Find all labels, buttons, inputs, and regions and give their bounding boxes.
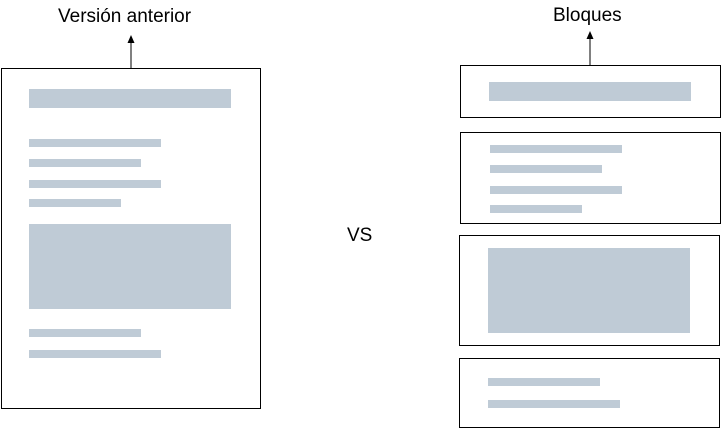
text-block — [460, 132, 721, 224]
text-line-placeholder — [490, 205, 582, 213]
left-diagram-title: Versión anterior — [58, 6, 192, 27]
right-diagram-title: Bloques — [553, 5, 622, 26]
text-line-placeholder — [488, 400, 620, 408]
text-line-placeholder — [29, 180, 161, 188]
text-line-placeholder — [490, 186, 622, 194]
text-line-placeholder — [29, 350, 161, 358]
image-placeholder — [488, 248, 690, 333]
text-line-placeholder — [29, 139, 161, 147]
text-line-placeholder — [490, 145, 622, 153]
text-block — [459, 358, 720, 428]
image-block — [459, 235, 720, 346]
text-line-placeholder — [488, 378, 600, 386]
text-line-placeholder — [29, 159, 141, 167]
header-placeholder — [489, 82, 691, 101]
header-block — [460, 65, 721, 118]
text-line-placeholder — [29, 199, 121, 207]
previous-version-page — [1, 68, 261, 409]
left-title-arrow — [127, 35, 135, 68]
image-placeholder — [29, 224, 231, 309]
versus-label: VS — [347, 225, 373, 246]
text-line-placeholder — [29, 329, 141, 337]
text-line-placeholder — [490, 165, 602, 173]
right-title-arrow — [586, 31, 594, 65]
header-placeholder — [29, 89, 231, 108]
